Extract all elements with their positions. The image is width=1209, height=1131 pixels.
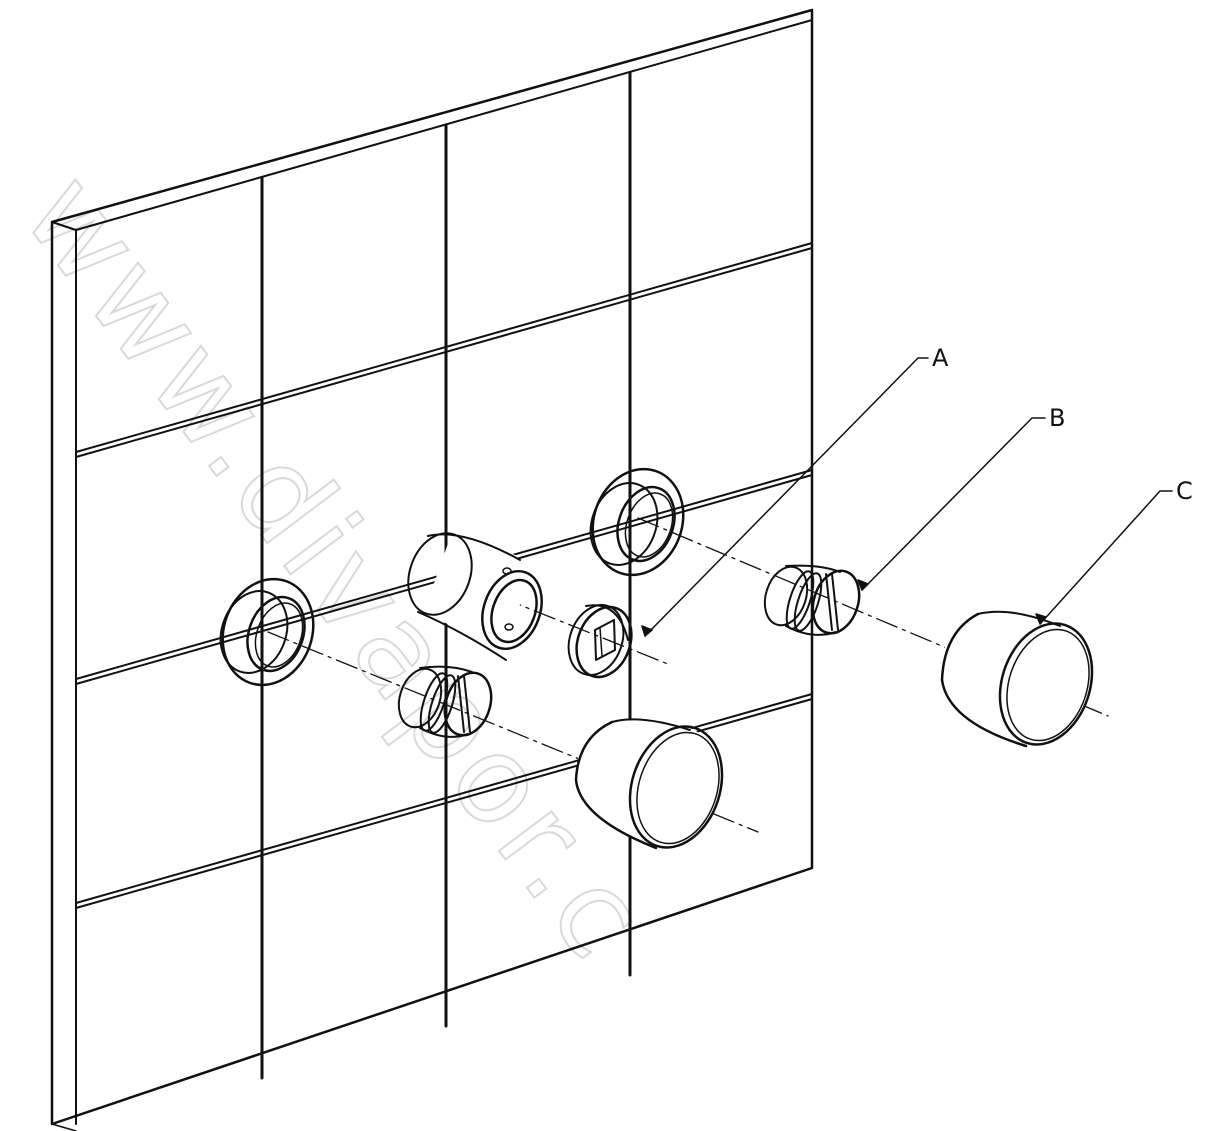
plug-a bbox=[567, 604, 633, 679]
cap-c bbox=[940, 610, 1094, 748]
center-sleeve bbox=[407, 532, 543, 662]
mounting-ring-left bbox=[219, 577, 315, 687]
plug-left bbox=[397, 665, 493, 738]
callout-a: A bbox=[932, 344, 949, 372]
cap-left bbox=[574, 718, 724, 850]
watermark: www.divapor.c bbox=[0, 149, 677, 988]
mounting-ring-right bbox=[589, 467, 685, 577]
callout-b: B bbox=[1049, 404, 1065, 432]
plug-b bbox=[763, 564, 861, 636]
leader-lines bbox=[641, 357, 1173, 637]
wall-panel bbox=[50, 8, 814, 1131]
callout-c: C bbox=[1176, 477, 1193, 505]
callout-labels: A B C bbox=[932, 344, 1193, 505]
